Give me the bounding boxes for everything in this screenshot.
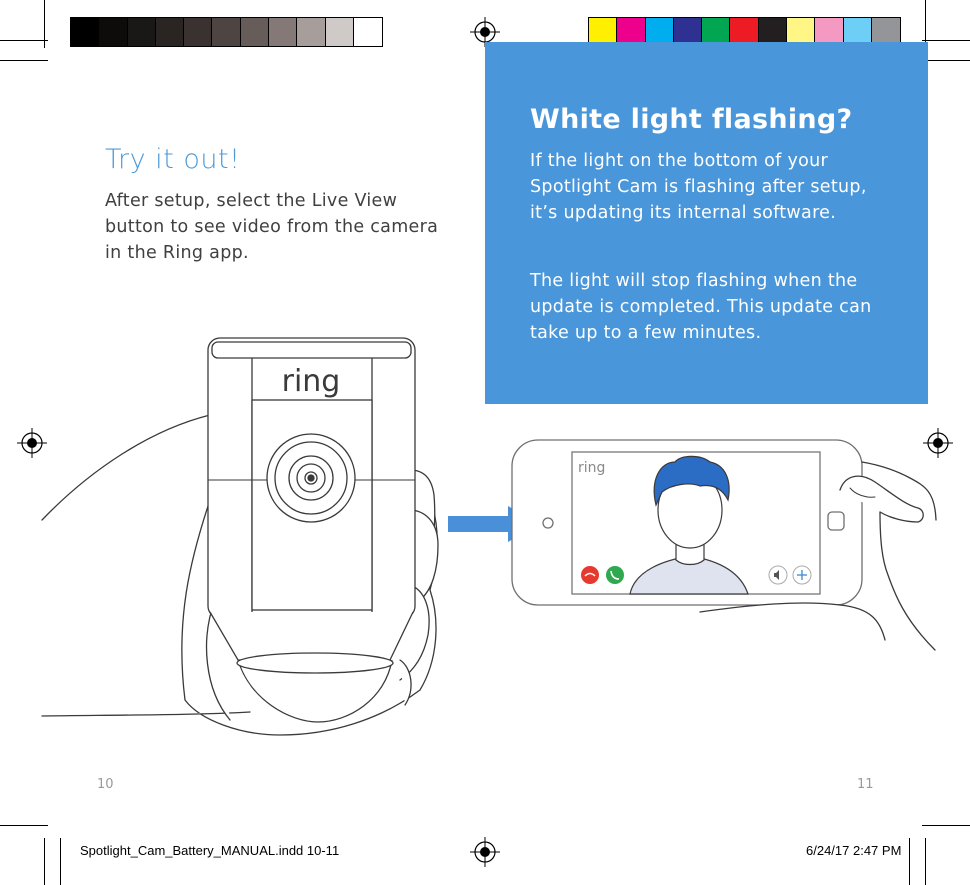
right-hand-illustration — [699, 461, 937, 651]
camera-ring-logo: ring — [282, 364, 341, 399]
gray-swatch — [353, 18, 383, 46]
info-box: White light flashing? If the light on th… — [485, 42, 928, 404]
process-swatch — [645, 18, 674, 46]
slug-timestamp: 6/24/17 2:47 PM — [806, 843, 902, 858]
registration-target-right — [923, 428, 953, 458]
process-swatch — [871, 18, 901, 46]
gray-swatch — [297, 18, 326, 46]
gray-swatch — [99, 18, 128, 46]
answer-call-icon — [606, 566, 624, 584]
process-swatch — [673, 18, 703, 46]
add-icon — [792, 565, 812, 585]
process-color-bar — [588, 17, 901, 47]
process-swatch — [815, 18, 844, 46]
slug-filename: Spotlight_Cam_Battery_MANUAL.indd 10-11 — [80, 843, 340, 858]
gray-swatch — [212, 18, 241, 46]
process-swatch — [702, 18, 731, 46]
mute-icon — [768, 565, 788, 585]
gray-swatch — [184, 18, 213, 46]
process-swatch — [730, 18, 759, 46]
process-swatch — [617, 18, 646, 46]
process-swatch — [589, 18, 618, 46]
info-box-paragraph-2: The light will stop flashing when the up… — [530, 271, 872, 343]
gray-swatch — [71, 18, 100, 46]
try-it-out-heading: Try it out! — [105, 144, 241, 175]
gray-swatch — [268, 18, 298, 46]
process-swatch — [843, 18, 872, 46]
page-number-left: 10 — [97, 777, 114, 792]
info-box-paragraph-1: If the light on the bottom of your Spotl… — [530, 151, 867, 223]
registration-target-left — [17, 428, 47, 458]
info-box-heading: White light flashing? — [530, 104, 853, 135]
end-call-icon — [581, 566, 599, 584]
page-number-right: 11 — [857, 777, 874, 792]
spotlight-cam-illustration — [207, 337, 416, 723]
app-ring-logo: ring — [578, 460, 605, 476]
gray-swatch — [325, 18, 354, 46]
gray-swatch — [155, 18, 185, 46]
try-it-out-body: After setup, select the Live View button… — [105, 191, 439, 263]
process-swatch — [786, 18, 816, 46]
gray-swatch — [240, 18, 269, 46]
gray-color-bar — [70, 17, 383, 47]
gray-swatch — [127, 18, 156, 46]
person-avatar-illustration — [629, 455, 749, 595]
registration-target-bottom — [470, 837, 500, 867]
process-swatch — [758, 18, 787, 46]
